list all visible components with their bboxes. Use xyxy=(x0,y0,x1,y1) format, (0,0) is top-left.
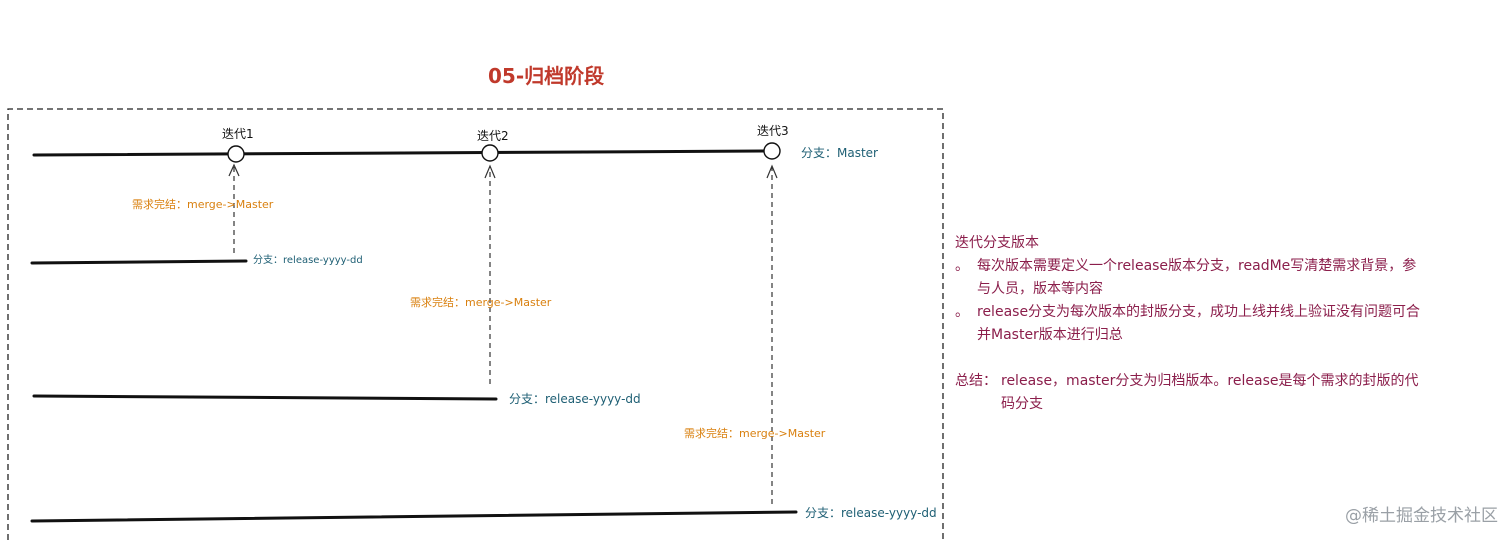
release-branch-line-2 xyxy=(32,394,498,401)
merge-arrowhead-3 xyxy=(766,164,778,179)
merge-arrowhead-2 xyxy=(484,164,496,179)
release-branch-line-3 xyxy=(30,510,798,523)
release-branch-label-3: 分支：release-yyyy-dd xyxy=(805,506,937,520)
dashed-frame xyxy=(7,108,944,540)
notes-item: 。 每次版本需要定义一个release版本分支，readMe写清楚需求背景，参与… xyxy=(955,255,1425,301)
notes-heading: 迭代分支版本 xyxy=(955,235,1039,251)
iteration-1-node xyxy=(227,145,245,163)
notes-summary: 总结： release，master分支为归档版本。release是每个需求的封… xyxy=(955,370,1425,416)
iteration-1-label: 迭代1 xyxy=(222,127,254,141)
release-branch-label-1: 分支：release-yyyy-dd xyxy=(253,255,363,266)
summary-lead: 总结： xyxy=(955,373,997,389)
bullet-mark: 。 xyxy=(955,258,969,274)
notes-item: 。 release分支为每次版本的封版分支，成功上线并线上验证没有问题可合并Ma… xyxy=(955,301,1425,347)
master-branch-line xyxy=(32,149,772,157)
notes-panel: 迭代分支版本 。 每次版本需要定义一个release版本分支，readMe写清楚… xyxy=(955,232,1425,416)
iteration-3-label: 迭代3 xyxy=(757,124,789,138)
iteration-3-node xyxy=(763,142,781,160)
merge-label-3: 需求完结：merge->Master xyxy=(684,427,826,440)
release-branch-line-1 xyxy=(30,259,248,265)
bullet-mark: 。 xyxy=(955,304,969,320)
merge-arrowhead-1 xyxy=(228,163,240,177)
master-branch-label: 分支：Master xyxy=(801,146,878,160)
merge-label-2: 需求完结：merge->Master xyxy=(410,296,552,309)
notes-item-text: 每次版本需要定义一个release版本分支，readMe写清楚需求背景，参与人员… xyxy=(977,258,1417,297)
iteration-2-node xyxy=(481,144,499,162)
iteration-2-label: 迭代2 xyxy=(477,129,509,143)
diagram-title: 05-归档阶段 xyxy=(488,64,605,88)
summary-text: release，master分支为归档版本。release是每个需求的封版的代码… xyxy=(1001,373,1419,412)
watermark: @稀土掘金技术社区 xyxy=(1345,506,1498,526)
release-branch-label-2: 分支：release-yyyy-dd xyxy=(509,392,641,406)
merge-label-1: 需求完结：merge->Master xyxy=(132,198,274,211)
notes-item-text: release分支为每次版本的封版分支，成功上线并线上验证没有问题可合并Mast… xyxy=(977,304,1421,343)
